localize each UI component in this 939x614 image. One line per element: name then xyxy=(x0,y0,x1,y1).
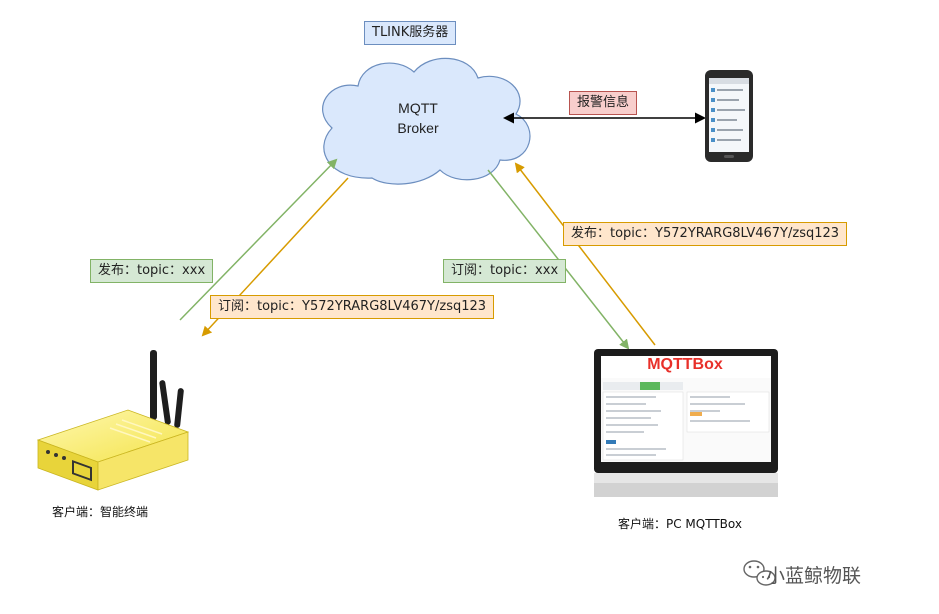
right-subscribe-label: 订阅：topic：xxx xyxy=(443,259,567,283)
cloud-icon xyxy=(322,57,531,185)
client-terminal-caption: 客户端：智能终端 xyxy=(52,505,149,519)
left-subscribe-label: 订阅：topic：Y572YRARG8LV467Y/zsq123 xyxy=(210,295,495,319)
alarm-label: 报警信息 xyxy=(569,91,638,115)
monitor-icon xyxy=(594,349,778,497)
broker-line2: Broker xyxy=(397,120,439,136)
mqttbox-title: MQTTBox xyxy=(647,356,723,373)
right-publish-arrow xyxy=(514,162,656,346)
client-pc-caption: 客户端：PC MQTTBox xyxy=(618,517,742,531)
watermark-text: 小蓝鲸物联 xyxy=(766,565,862,587)
left-publish-label: 发布：topic：xxx xyxy=(90,259,214,283)
left-publish-arrow xyxy=(179,158,338,321)
smartphone-icon xyxy=(705,70,753,162)
router-icon xyxy=(36,350,190,491)
broker-label: MQTT Broker xyxy=(370,98,466,138)
broker-line1: MQTT xyxy=(398,100,438,116)
server-label: TLINK服务器 xyxy=(364,21,457,45)
right-publish-label: 发布：topic：Y572YRARG8LV467Y/zsq123 xyxy=(563,222,848,246)
wechat-icon xyxy=(743,560,776,586)
